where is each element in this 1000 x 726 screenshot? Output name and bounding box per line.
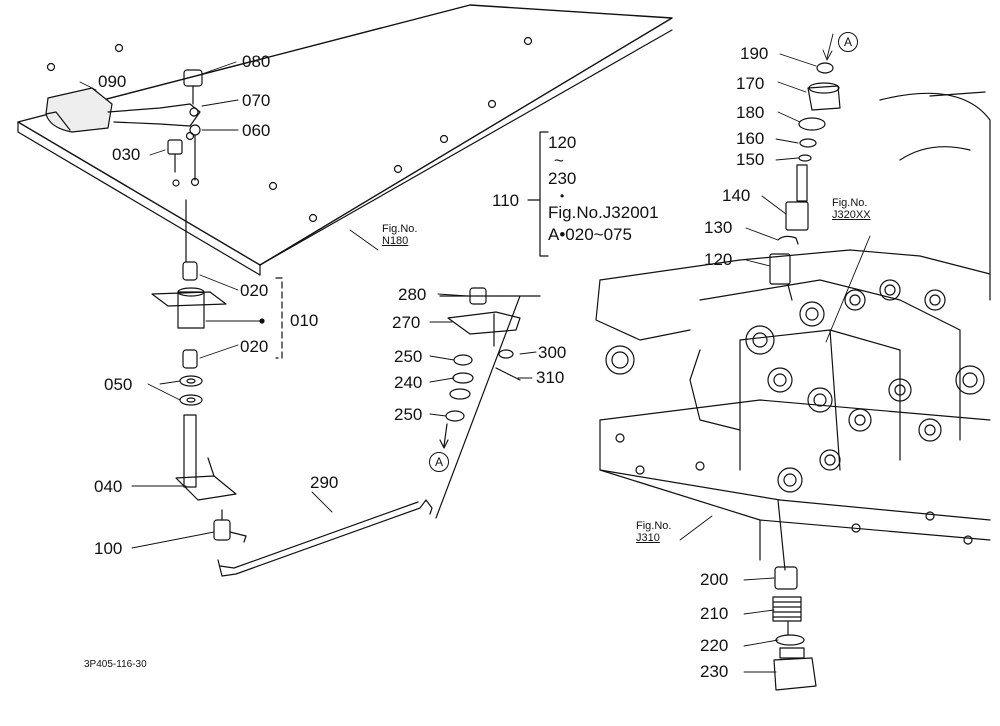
- figref-n180-line2: N180: [382, 235, 409, 247]
- callout-050: 050: [104, 375, 133, 394]
- callout-040: 040: [94, 477, 123, 496]
- figref-n180: Fig.No. N180: [382, 223, 417, 248]
- callout-130: 130: [704, 218, 733, 237]
- rod-290: [217, 499, 433, 577]
- figref-j320xx-line1: Fig.No.: [832, 197, 868, 209]
- callout-160: 160: [736, 129, 765, 148]
- callout-140: 140: [722, 186, 751, 205]
- callout-310: 310: [536, 368, 565, 387]
- shaft-assembly: [151, 199, 247, 543]
- callout-290: 290: [310, 473, 339, 492]
- group-note-line5: Fig.No.J32001: [548, 203, 659, 222]
- callout-300: 300: [538, 343, 567, 362]
- callout-280: 280: [398, 285, 427, 304]
- callout-180: 180: [736, 103, 765, 122]
- callout-090: 090: [98, 72, 127, 91]
- bracket-270-group: [435, 287, 541, 519]
- callout-100: 100: [94, 539, 123, 558]
- group-note-line4: •: [560, 189, 565, 203]
- callout-020-lower: 020: [240, 337, 269, 356]
- mounting-plate: [17, 4, 673, 276]
- callout-020-upper: 020: [240, 281, 269, 300]
- callout-240: 240: [394, 373, 423, 392]
- figref-j320xx-line2: J320XX: [832, 209, 871, 221]
- callout-200: 200: [700, 570, 729, 589]
- valve-stack-lower: [772, 499, 817, 691]
- group-note: 120 ~ 230 • Fig.No.J32001 A•020~075: [548, 132, 659, 246]
- callout-110: 110: [492, 191, 520, 210]
- hydraulic-housing: [595, 91, 991, 561]
- callout-220: 220: [700, 636, 729, 655]
- callout-080: 080: [242, 52, 271, 71]
- callout-210: 210: [700, 604, 729, 623]
- figref-n180-line1: Fig.No.: [382, 223, 418, 235]
- callout-270: 270: [392, 313, 421, 332]
- figref-j310: Fig.No. J310: [636, 520, 671, 545]
- figref-j320xx: Fig.No. J320XX: [832, 197, 871, 222]
- callout-190: 190: [740, 44, 769, 63]
- figref-j310-line2: J310: [636, 532, 660, 544]
- callout-170: 170: [736, 74, 765, 93]
- connector-a-left: A: [429, 452, 449, 472]
- callout-250-upper: 250: [394, 347, 423, 366]
- group-bracket: [539, 131, 549, 257]
- callout-030: 030: [112, 145, 141, 164]
- drawing-code: 3P405-116-30: [84, 659, 147, 670]
- group-note-line6: A•020~075: [548, 225, 632, 244]
- dashed-bracket-010: [275, 277, 283, 359]
- callout-060: 060: [242, 121, 271, 140]
- callout-230: 230: [700, 662, 729, 681]
- callout-150: 150: [736, 150, 765, 169]
- figref-j310-line1: Fig.No.: [636, 520, 672, 532]
- callout-120: 120: [704, 250, 733, 269]
- callout-010: 010: [290, 311, 319, 330]
- callout-250-lower: 250: [394, 405, 423, 424]
- connector-a-right: A: [838, 32, 858, 52]
- group-note-line1: 120: [548, 133, 577, 152]
- leader-lines: [79, 53, 871, 673]
- valve-stack-upper: [769, 62, 841, 301]
- lever-090-070: [45, 69, 203, 181]
- group-note-line2: ~: [554, 151, 564, 170]
- group-note-line3: 230: [548, 169, 577, 188]
- callout-070: 070: [242, 91, 271, 110]
